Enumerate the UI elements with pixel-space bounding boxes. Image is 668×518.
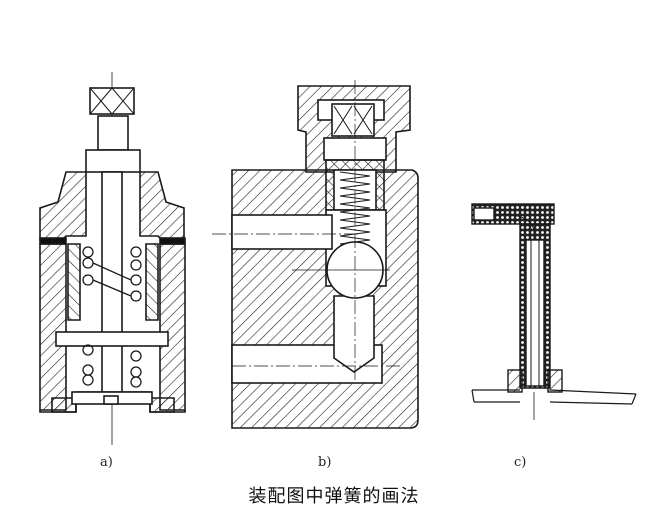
figure-a-valve-assembly (39, 72, 186, 445)
figure-caption: 装配图中弹簧的画法 (248, 486, 420, 507)
figure-b-ball-check-valve (212, 80, 419, 429)
subfigure-label-c: c) (514, 455, 527, 470)
subfigure-label-b: b) (318, 455, 332, 470)
subfigure-label-a: a) (100, 455, 113, 470)
figure-c-tube-spring (471, 203, 637, 420)
